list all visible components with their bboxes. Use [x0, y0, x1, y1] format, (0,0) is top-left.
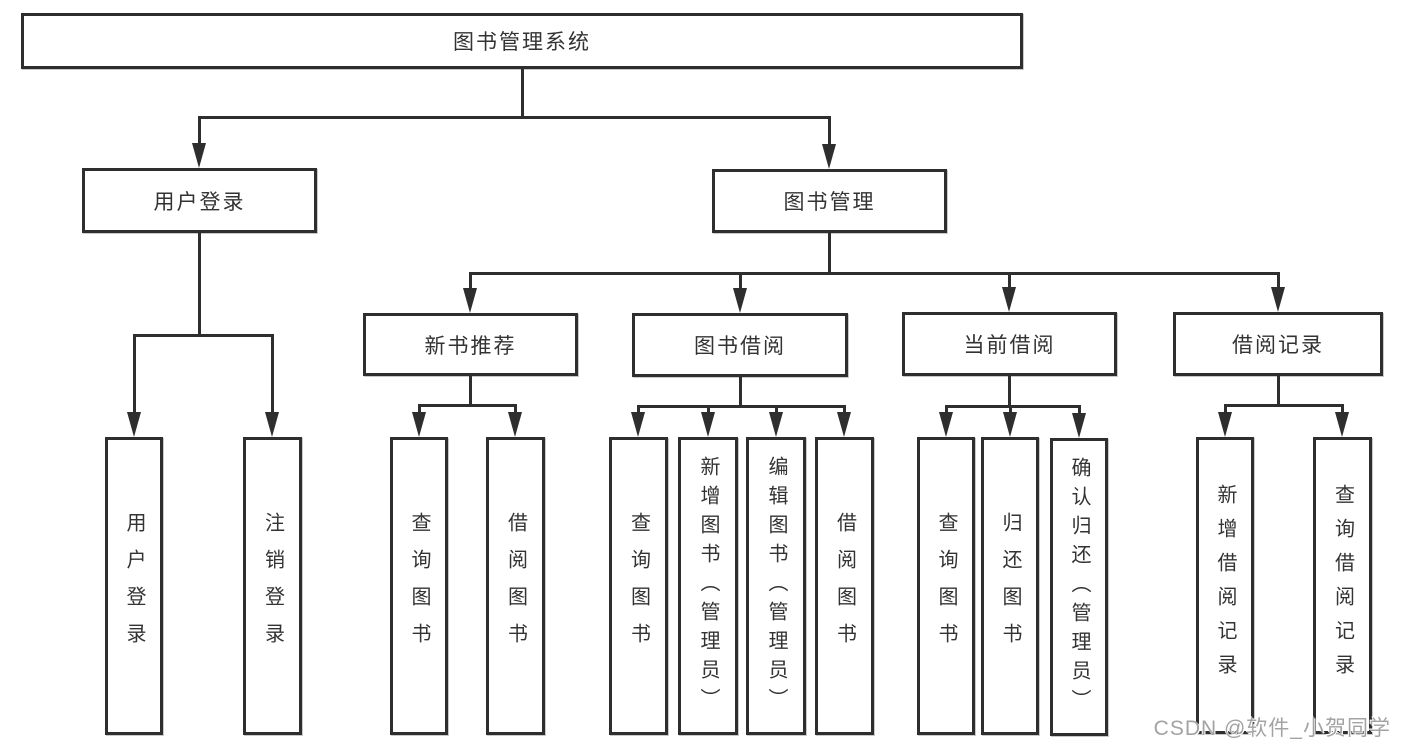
node-query-books-borrowing: 查询图书 [609, 437, 668, 735]
node-edit-book-admin-label: 编辑图书（管理员） [765, 455, 787, 717]
down-arrowhead-icon [192, 143, 206, 168]
node-borrowing-records: 借阅记录 [1173, 312, 1383, 376]
connector-line [469, 271, 1280, 275]
connector-line [1223, 405, 1227, 415]
connector-line [1008, 376, 1011, 406]
connector-line [944, 404, 1081, 408]
down-arrowhead-icon [1335, 412, 1349, 437]
connector-line [271, 335, 274, 415]
node-book-borrowing-label: 图书借阅 [694, 335, 786, 358]
connector-line [1008, 273, 1011, 290]
node-return-books: 归还图书 [981, 437, 1039, 735]
node-add-borrowing-record-label: 新增借阅记录 [1214, 483, 1236, 688]
node-return-books-label: 归还图书 [999, 512, 1021, 660]
node-confirm-return-admin: 确认归还（管理员） [1050, 438, 1108, 736]
node-borrow-books-recommend: 借阅图书 [486, 437, 545, 735]
down-arrowhead-icon [631, 412, 645, 437]
node-confirm-return-admin-label: 确认归还（管理员） [1068, 456, 1090, 718]
node-query-books-current: 查询图书 [917, 437, 975, 735]
node-book-borrowing: 图书借阅 [632, 313, 848, 377]
connector-line [1223, 403, 1344, 407]
connector-line [774, 406, 778, 415]
connector-line [417, 403, 517, 407]
down-arrowhead-icon [1002, 412, 1017, 437]
down-arrowhead-icon [700, 412, 715, 437]
connector-line [1276, 273, 1280, 290]
connector-line [706, 406, 710, 415]
node-current-borrowing: 当前借阅 [902, 312, 1117, 376]
connector-line [1077, 406, 1081, 416]
node-user-login-leaf-label: 用户登录 [123, 512, 145, 660]
node-new-book-recommendation-label: 新书推荐 [424, 334, 517, 358]
node-add-borrowing-record: 新增借阅记录 [1196, 437, 1254, 734]
node-query-borrowing-record: 查询借阅记录 [1313, 437, 1372, 734]
connector-line [514, 405, 517, 415]
down-arrowhead-icon [508, 412, 522, 437]
connector-line [198, 233, 201, 335]
down-arrowhead-icon [1002, 287, 1016, 312]
node-library-management-system: 图书管理系统 [21, 13, 1023, 69]
node-borrow-books-recommend-label: 借阅图书 [504, 512, 527, 660]
connector-line [469, 273, 472, 291]
down-arrowhead-icon [768, 412, 783, 437]
down-arrowhead-icon [1071, 413, 1086, 438]
node-user-login-label: 用户登录 [153, 190, 246, 214]
down-arrowhead-icon [822, 144, 836, 169]
connector-line [132, 333, 274, 337]
connector-line [738, 273, 742, 291]
connector-line [637, 406, 640, 415]
connector-line [828, 117, 831, 147]
node-logout-leaf-label: 注销登录 [261, 512, 284, 660]
node-query-books-current-label: 查询图书 [935, 512, 957, 660]
node-user-login-leaf: 用户登录 [105, 437, 163, 735]
node-book-management-label: 图书管理 [783, 191, 876, 214]
connector-line [198, 117, 201, 146]
connector-line [417, 405, 421, 415]
connector-line [944, 406, 948, 415]
node-add-book-admin-label: 新增图书（管理员） [697, 455, 719, 717]
node-library-management-system-label: 图书管理系统 [453, 31, 591, 54]
down-arrowhead-icon [1217, 412, 1232, 437]
node-borrow-books-borrowing: 借阅图书 [815, 437, 874, 735]
node-logout-leaf: 注销登录 [243, 437, 302, 735]
down-arrowhead-icon [1270, 287, 1285, 312]
node-new-book-recommendation: 新书推荐 [363, 313, 578, 376]
connector-line [469, 376, 472, 405]
down-arrowhead-icon [837, 412, 851, 437]
down-arrowhead-icon [126, 412, 141, 437]
connector-line [637, 404, 846, 408]
down-arrowhead-icon [938, 412, 953, 437]
node-borrowing-records-label: 借阅记录 [1232, 334, 1324, 357]
node-query-books-recommend-label: 查询图书 [408, 512, 430, 660]
node-query-borrowing-record-label: 查询借阅记录 [1331, 483, 1354, 688]
node-query-books-borrowing-label: 查询图书 [627, 512, 650, 660]
node-add-book-admin: 新增图书（管理员） [678, 437, 738, 735]
connector-line [132, 335, 136, 415]
connector-line [1276, 376, 1280, 405]
node-query-books-recommend: 查询图书 [390, 437, 448, 735]
connector-line [1341, 405, 1344, 415]
node-book-management: 图书管理 [712, 169, 947, 233]
connector-line [738, 377, 742, 406]
down-arrowhead-icon [732, 288, 747, 313]
csdn-watermark: CSDN @软件_小贺同学 [1153, 717, 1391, 740]
node-user-login: 用户登录 [82, 168, 317, 233]
down-arrowhead-icon [463, 288, 477, 313]
node-current-borrowing-label: 当前借阅 [963, 334, 1056, 357]
connector-line [843, 406, 846, 415]
node-borrow-books-borrowing-label: 借阅图书 [833, 512, 856, 660]
down-arrowhead-icon [265, 412, 279, 437]
connector-line [1008, 406, 1012, 415]
connector-line [520, 69, 524, 117]
down-arrowhead-icon [411, 412, 426, 437]
connector-line [828, 233, 831, 273]
connector-line [198, 115, 831, 119]
node-edit-book-admin: 编辑图书（管理员） [746, 437, 806, 735]
